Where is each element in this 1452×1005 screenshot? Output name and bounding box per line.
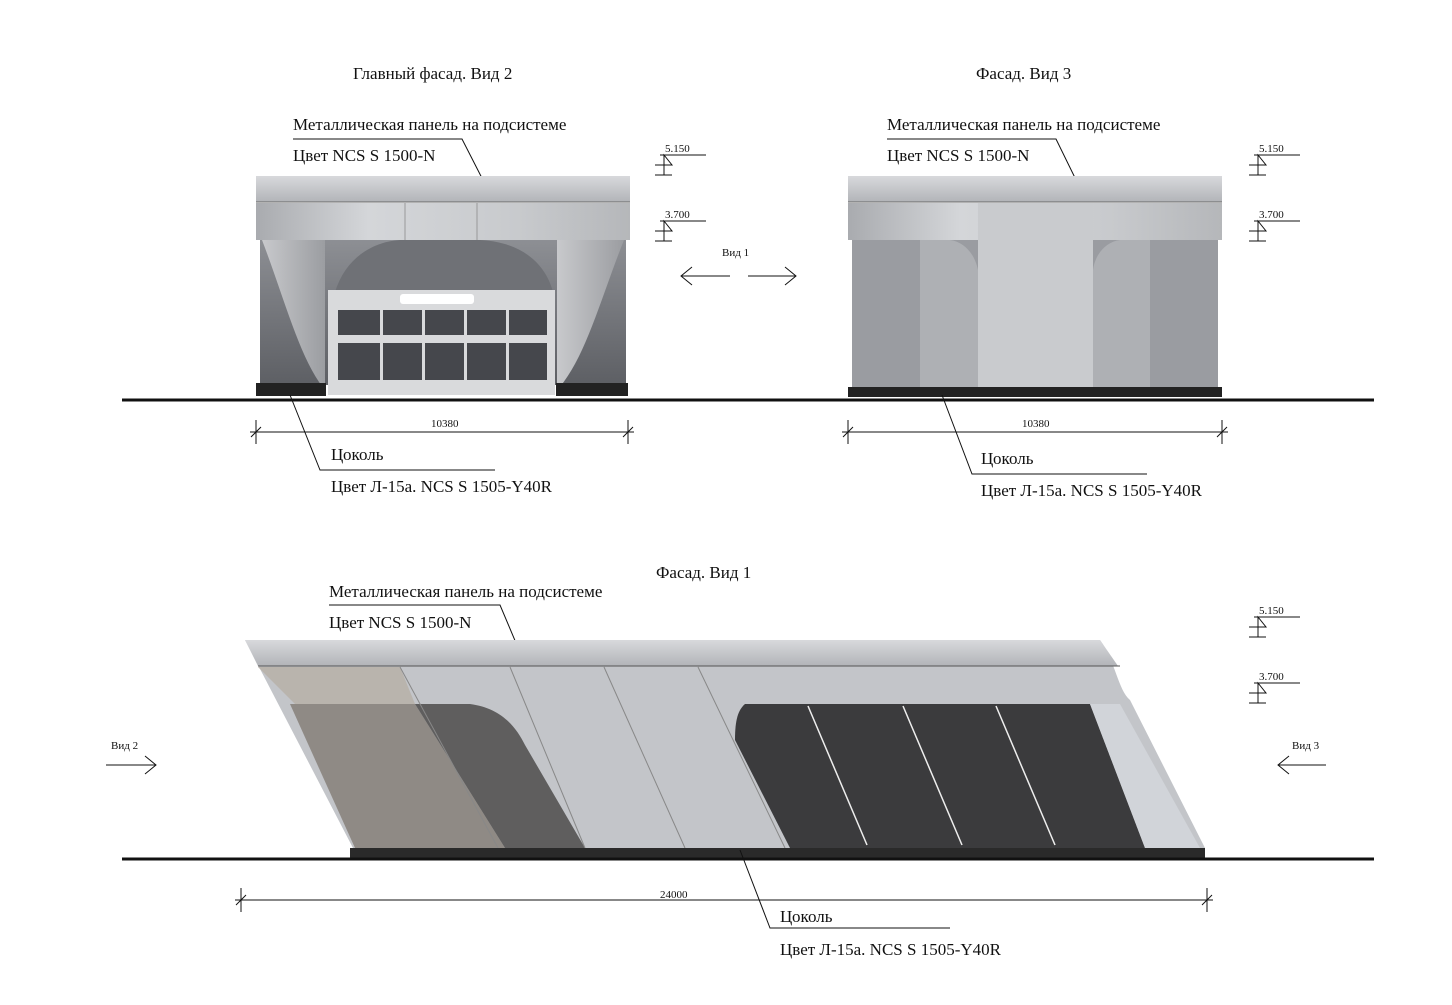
panel-label: Металлическая панель на подсистеме — [329, 582, 602, 601]
level-mark-top: 5.150 — [1249, 605, 1300, 638]
panel-leader-line — [887, 138, 1080, 187]
panel-color: Цвет NCS S 1500-N — [329, 613, 471, 632]
level-value: 5.150 — [1259, 605, 1284, 617]
view-title: Фасад. Вид 1 — [656, 563, 751, 582]
dimension-line — [842, 420, 1228, 444]
plinth-label: Цоколь — [981, 449, 1034, 468]
facade-view3: Фасад. Вид 3 Металлическая панель на под… — [842, 64, 1300, 500]
dimension-value: 10380 — [431, 418, 459, 430]
level-mark-top: 5.150 — [1249, 143, 1300, 176]
view2-arrow-label: Вид 2 — [111, 740, 138, 752]
view1-arrow-label: Вид 1 — [722, 247, 749, 259]
facade-view1: Фасад. Вид 1 Металлическая панель на под… — [106, 563, 1374, 959]
level-value: 3.700 — [1259, 209, 1284, 221]
level-mark-mid: 3.700 — [1249, 671, 1300, 704]
plinth-color: Цвет Л-15а. NCS S 1505-Y40R — [331, 477, 553, 496]
panel-leader-line — [293, 138, 487, 187]
plinth-leader-line — [941, 394, 1147, 475]
dimension-value: 24000 — [660, 889, 688, 901]
level-value: 5.150 — [665, 143, 690, 155]
plinth-label: Цоколь — [780, 907, 833, 926]
plinth-leader-line — [289, 394, 495, 471]
panel-label: Металлическая панель на подсистеме — [293, 115, 566, 134]
view3-direction-arrow: Вид 3 — [1277, 740, 1326, 775]
plinth-color: Цвет Л-15а. NCS S 1505-Y40R — [780, 940, 1002, 959]
view-title: Главный фасад. Вид 2 — [353, 64, 512, 83]
panel-label: Металлическая панель на подсистеме — [887, 115, 1160, 134]
level-mark-mid: 3.700 — [1249, 209, 1300, 242]
view-title: Фасад. Вид 3 — [976, 64, 1071, 83]
plinth-label: Цоколь — [331, 445, 384, 464]
building-elevation — [848, 176, 1222, 397]
plinth-color: Цвет Л-15а. NCS S 1505-Y40R — [981, 481, 1203, 500]
level-value: 5.150 — [1259, 143, 1284, 155]
plinth-leader-line — [739, 849, 950, 929]
main-facade-view2: Главный фасад. Вид 2 Металлическая панел… — [250, 64, 706, 496]
level-mark-top: 5.150 — [655, 143, 706, 176]
building-elevation — [256, 176, 630, 396]
level-mark-mid: 3.700 — [655, 209, 706, 242]
panel-color: Цвет NCS S 1500-N — [887, 146, 1029, 165]
dimension-line — [250, 420, 634, 444]
level-value: 3.700 — [1259, 671, 1284, 683]
panel-color: Цвет NCS S 1500-N — [293, 146, 435, 165]
building-elevation — [245, 640, 1205, 858]
view3-arrow-label: Вид 3 — [1292, 740, 1320, 752]
view1-direction-arrows: Вид 1 — [680, 247, 797, 286]
view2-direction-arrow: Вид 2 — [106, 740, 157, 775]
dimension-line — [235, 888, 1213, 912]
level-value: 3.700 — [665, 209, 690, 221]
dimension-value: 10380 — [1022, 418, 1050, 430]
